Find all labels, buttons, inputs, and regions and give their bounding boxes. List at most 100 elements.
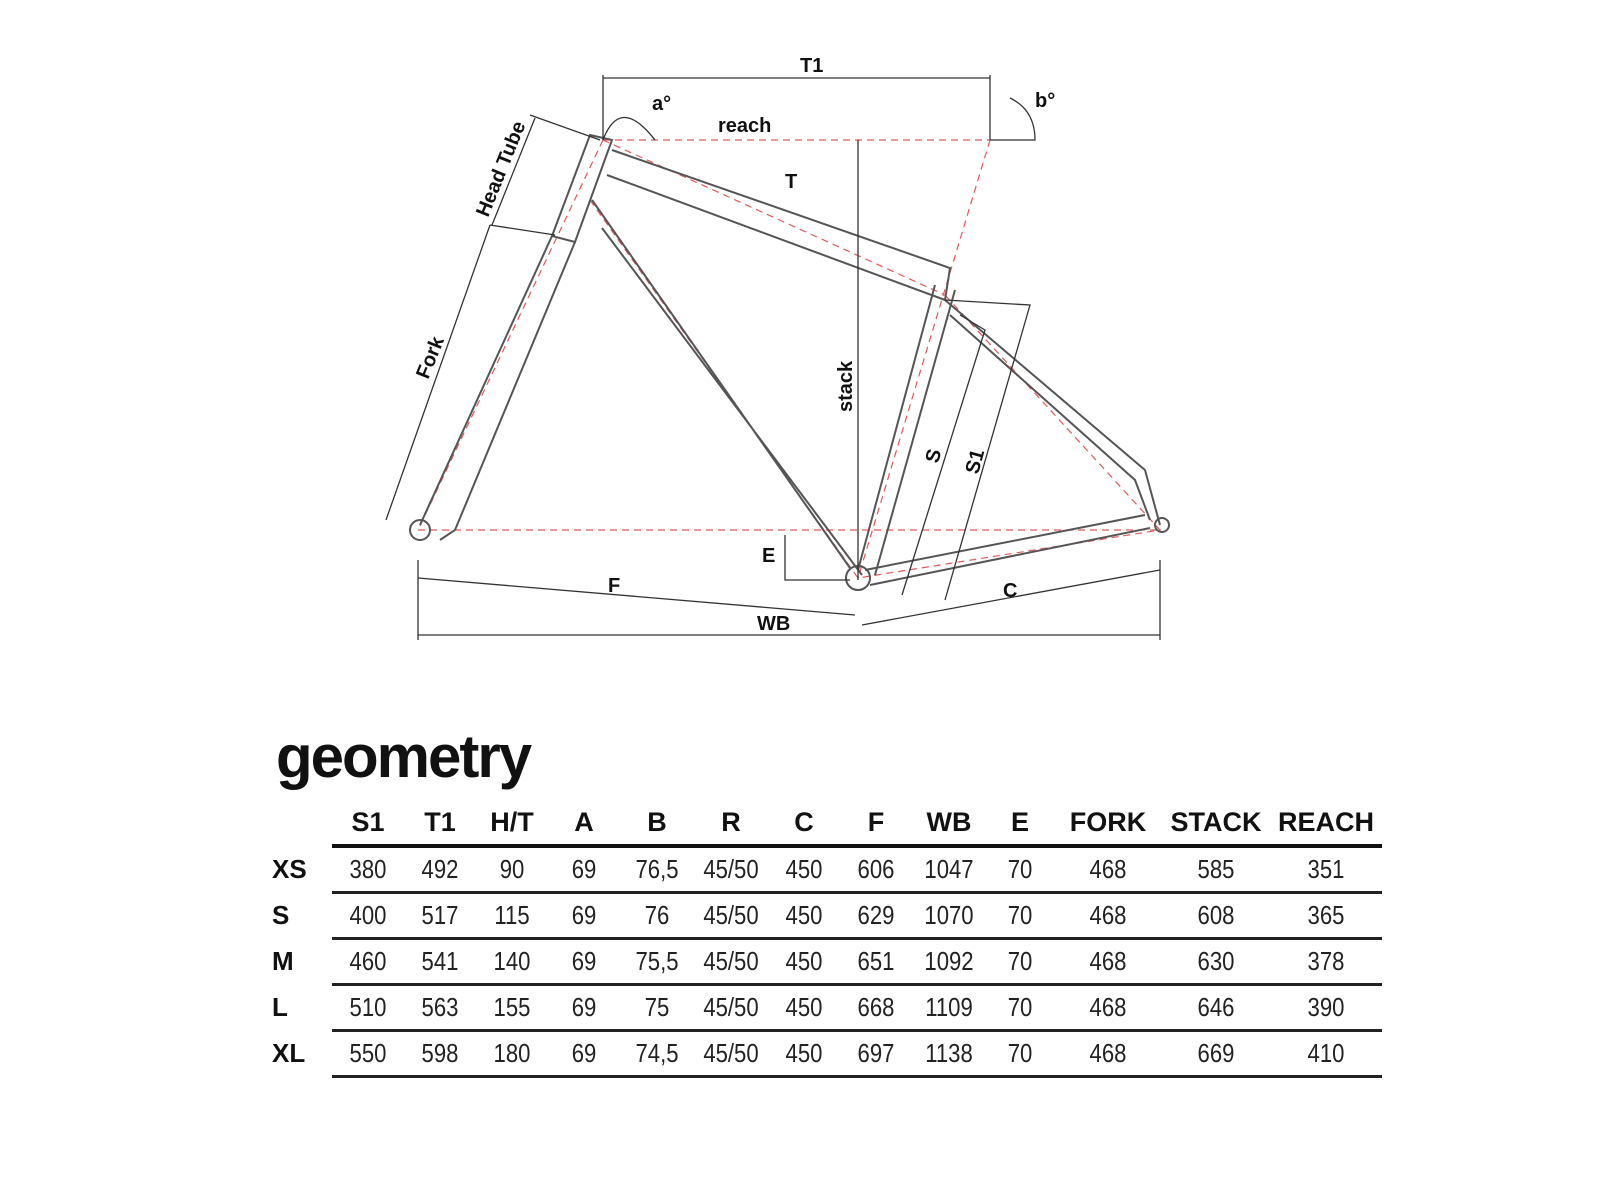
bike-frame xyxy=(409,133,1170,591)
dimension-lines xyxy=(385,75,1161,640)
header-cell: F xyxy=(840,800,912,848)
table-cell: 155 xyxy=(481,984,543,1032)
table-cell: 450 xyxy=(773,846,835,894)
table-cell: 69 xyxy=(553,984,615,1032)
table-cell: 70 xyxy=(991,892,1049,940)
table-cell: 585 xyxy=(1170,846,1262,894)
size-label: M xyxy=(272,946,294,976)
table-cell: 608 xyxy=(1170,892,1262,940)
size-label: L xyxy=(272,992,288,1022)
table-cell: 74,5 xyxy=(625,1030,689,1078)
table-cell: 390 xyxy=(1278,984,1374,1032)
label-b-angle: b° xyxy=(1035,90,1055,112)
table-cell: 669 xyxy=(1170,1030,1262,1078)
table-cell: 69 xyxy=(553,846,615,894)
table-cell: 69 xyxy=(553,938,615,986)
header-cell: A xyxy=(548,800,620,848)
label-f: F xyxy=(608,575,620,597)
table-cell: 45/50 xyxy=(699,892,763,940)
header-cell: WB xyxy=(912,800,986,848)
table-cell: 460 xyxy=(337,938,399,986)
table-cell: 450 xyxy=(773,984,835,1032)
label-a-angle: a° xyxy=(652,93,671,115)
table-cell: 1070 xyxy=(917,892,981,940)
label-seat-tube-s: S xyxy=(922,447,947,466)
table-cell: 468 xyxy=(1062,984,1154,1032)
table-cell: 70 xyxy=(991,846,1049,894)
table-cell: 75,5 xyxy=(625,938,689,986)
table-cell: 351 xyxy=(1278,846,1374,894)
table-cell: 646 xyxy=(1170,984,1262,1032)
table-cell: 629 xyxy=(845,892,907,940)
table-cell: 1092 xyxy=(917,938,981,986)
label-e: E xyxy=(762,545,775,567)
table-cell: 45/50 xyxy=(699,984,763,1032)
table-cell: 450 xyxy=(773,892,835,940)
table-cell: 69 xyxy=(553,892,615,940)
centerlines xyxy=(417,139,1162,579)
header-cell: FORK xyxy=(1054,800,1162,848)
header-cell: R xyxy=(694,800,768,848)
size-label: XL xyxy=(272,1038,306,1068)
table-cell: 70 xyxy=(991,938,1049,986)
table-cell: 410 xyxy=(1278,1030,1374,1078)
table-cell: 468 xyxy=(1062,1030,1154,1078)
header-cell: REACH xyxy=(1270,800,1382,848)
table-cell: 76,5 xyxy=(625,846,689,894)
table-cell: 606 xyxy=(845,846,907,894)
table-cell: 1047 xyxy=(917,846,981,894)
table-cell: 380 xyxy=(337,846,399,894)
table-cell: 90 xyxy=(481,846,543,894)
label-stack: stack xyxy=(835,360,857,412)
header-cell: B xyxy=(620,800,694,848)
geometry-title: geometry xyxy=(276,723,532,790)
header-cell: E xyxy=(986,800,1054,848)
table-cell: 630 xyxy=(1170,938,1262,986)
header-cell: T1 xyxy=(404,800,476,848)
label-reach: reach xyxy=(718,115,771,137)
label-t1: T1 xyxy=(800,55,823,77)
table-cell: 541 xyxy=(409,938,471,986)
label-seat-tube-s1: S1 xyxy=(962,447,990,476)
table-cell: 45/50 xyxy=(699,846,763,894)
table-cell: 563 xyxy=(409,984,471,1032)
table-cell: 492 xyxy=(409,846,471,894)
table-cell: 70 xyxy=(991,984,1049,1032)
table-cell: 378 xyxy=(1278,938,1374,986)
header-corner xyxy=(268,800,332,846)
table-cell: 468 xyxy=(1062,846,1154,894)
header-cell: S1 xyxy=(332,800,404,848)
table-cell: 668 xyxy=(845,984,907,1032)
table-cell: 450 xyxy=(773,938,835,986)
table-cell: 550 xyxy=(337,1030,399,1078)
table-cell: 651 xyxy=(845,938,907,986)
label-wb: WB xyxy=(757,613,790,635)
table-cell: 468 xyxy=(1062,938,1154,986)
table-cell: 115 xyxy=(481,892,543,940)
table-cell: 180 xyxy=(481,1030,543,1078)
table-cell: 598 xyxy=(409,1030,471,1078)
table-cell: 697 xyxy=(845,1030,907,1078)
header-cell: STACK xyxy=(1162,800,1270,848)
header-cell: H/T xyxy=(476,800,548,848)
table-cell: 75 xyxy=(625,984,689,1032)
table-cell: 468 xyxy=(1062,892,1154,940)
table-cell: 45/50 xyxy=(699,938,763,986)
table-cell: 76 xyxy=(625,892,689,940)
table-header-row: S1 T1 H/T A B R C F WB E FORK STACK REAC… xyxy=(268,800,1382,848)
label-head-tube: Head Tube xyxy=(472,118,530,220)
table-cell: 69 xyxy=(553,1030,615,1078)
table-cell: 140 xyxy=(481,938,543,986)
header-cell: C xyxy=(768,800,840,848)
table-cell: 517 xyxy=(409,892,471,940)
frame-geometry-diagram: T1 a° b° reach T Head Tube Fork stack S … xyxy=(385,55,1170,640)
table-cell: 510 xyxy=(337,984,399,1032)
table-cell: 45/50 xyxy=(699,1030,763,1078)
label-top-tube: T xyxy=(785,171,797,193)
size-label: XS xyxy=(272,853,307,884)
